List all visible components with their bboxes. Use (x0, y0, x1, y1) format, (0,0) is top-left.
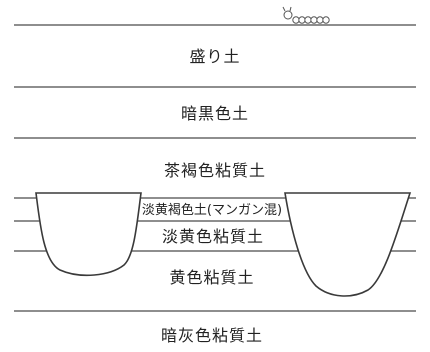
layer-label-dark-black: 暗黒色土 (181, 104, 249, 123)
layer-label-fill: 盛り土 (189, 47, 240, 66)
layer-label-pale-brown-manganese: 淡黄褐色土(マンガン混) (142, 202, 282, 218)
layer-label-pale-yellow-clay: 淡黄色粘質土 (162, 227, 264, 246)
layer-label-dark-grey-clay: 暗灰色粘質土 (161, 326, 263, 345)
pit-right (284, 192, 412, 297)
layer-label-brown-clay: 茶褐色粘質土 (164, 161, 266, 180)
pit-left (35, 192, 142, 277)
caterpillar-icon (282, 6, 330, 24)
layer-label-yellow-clay: 黄色粘質土 (169, 268, 254, 287)
